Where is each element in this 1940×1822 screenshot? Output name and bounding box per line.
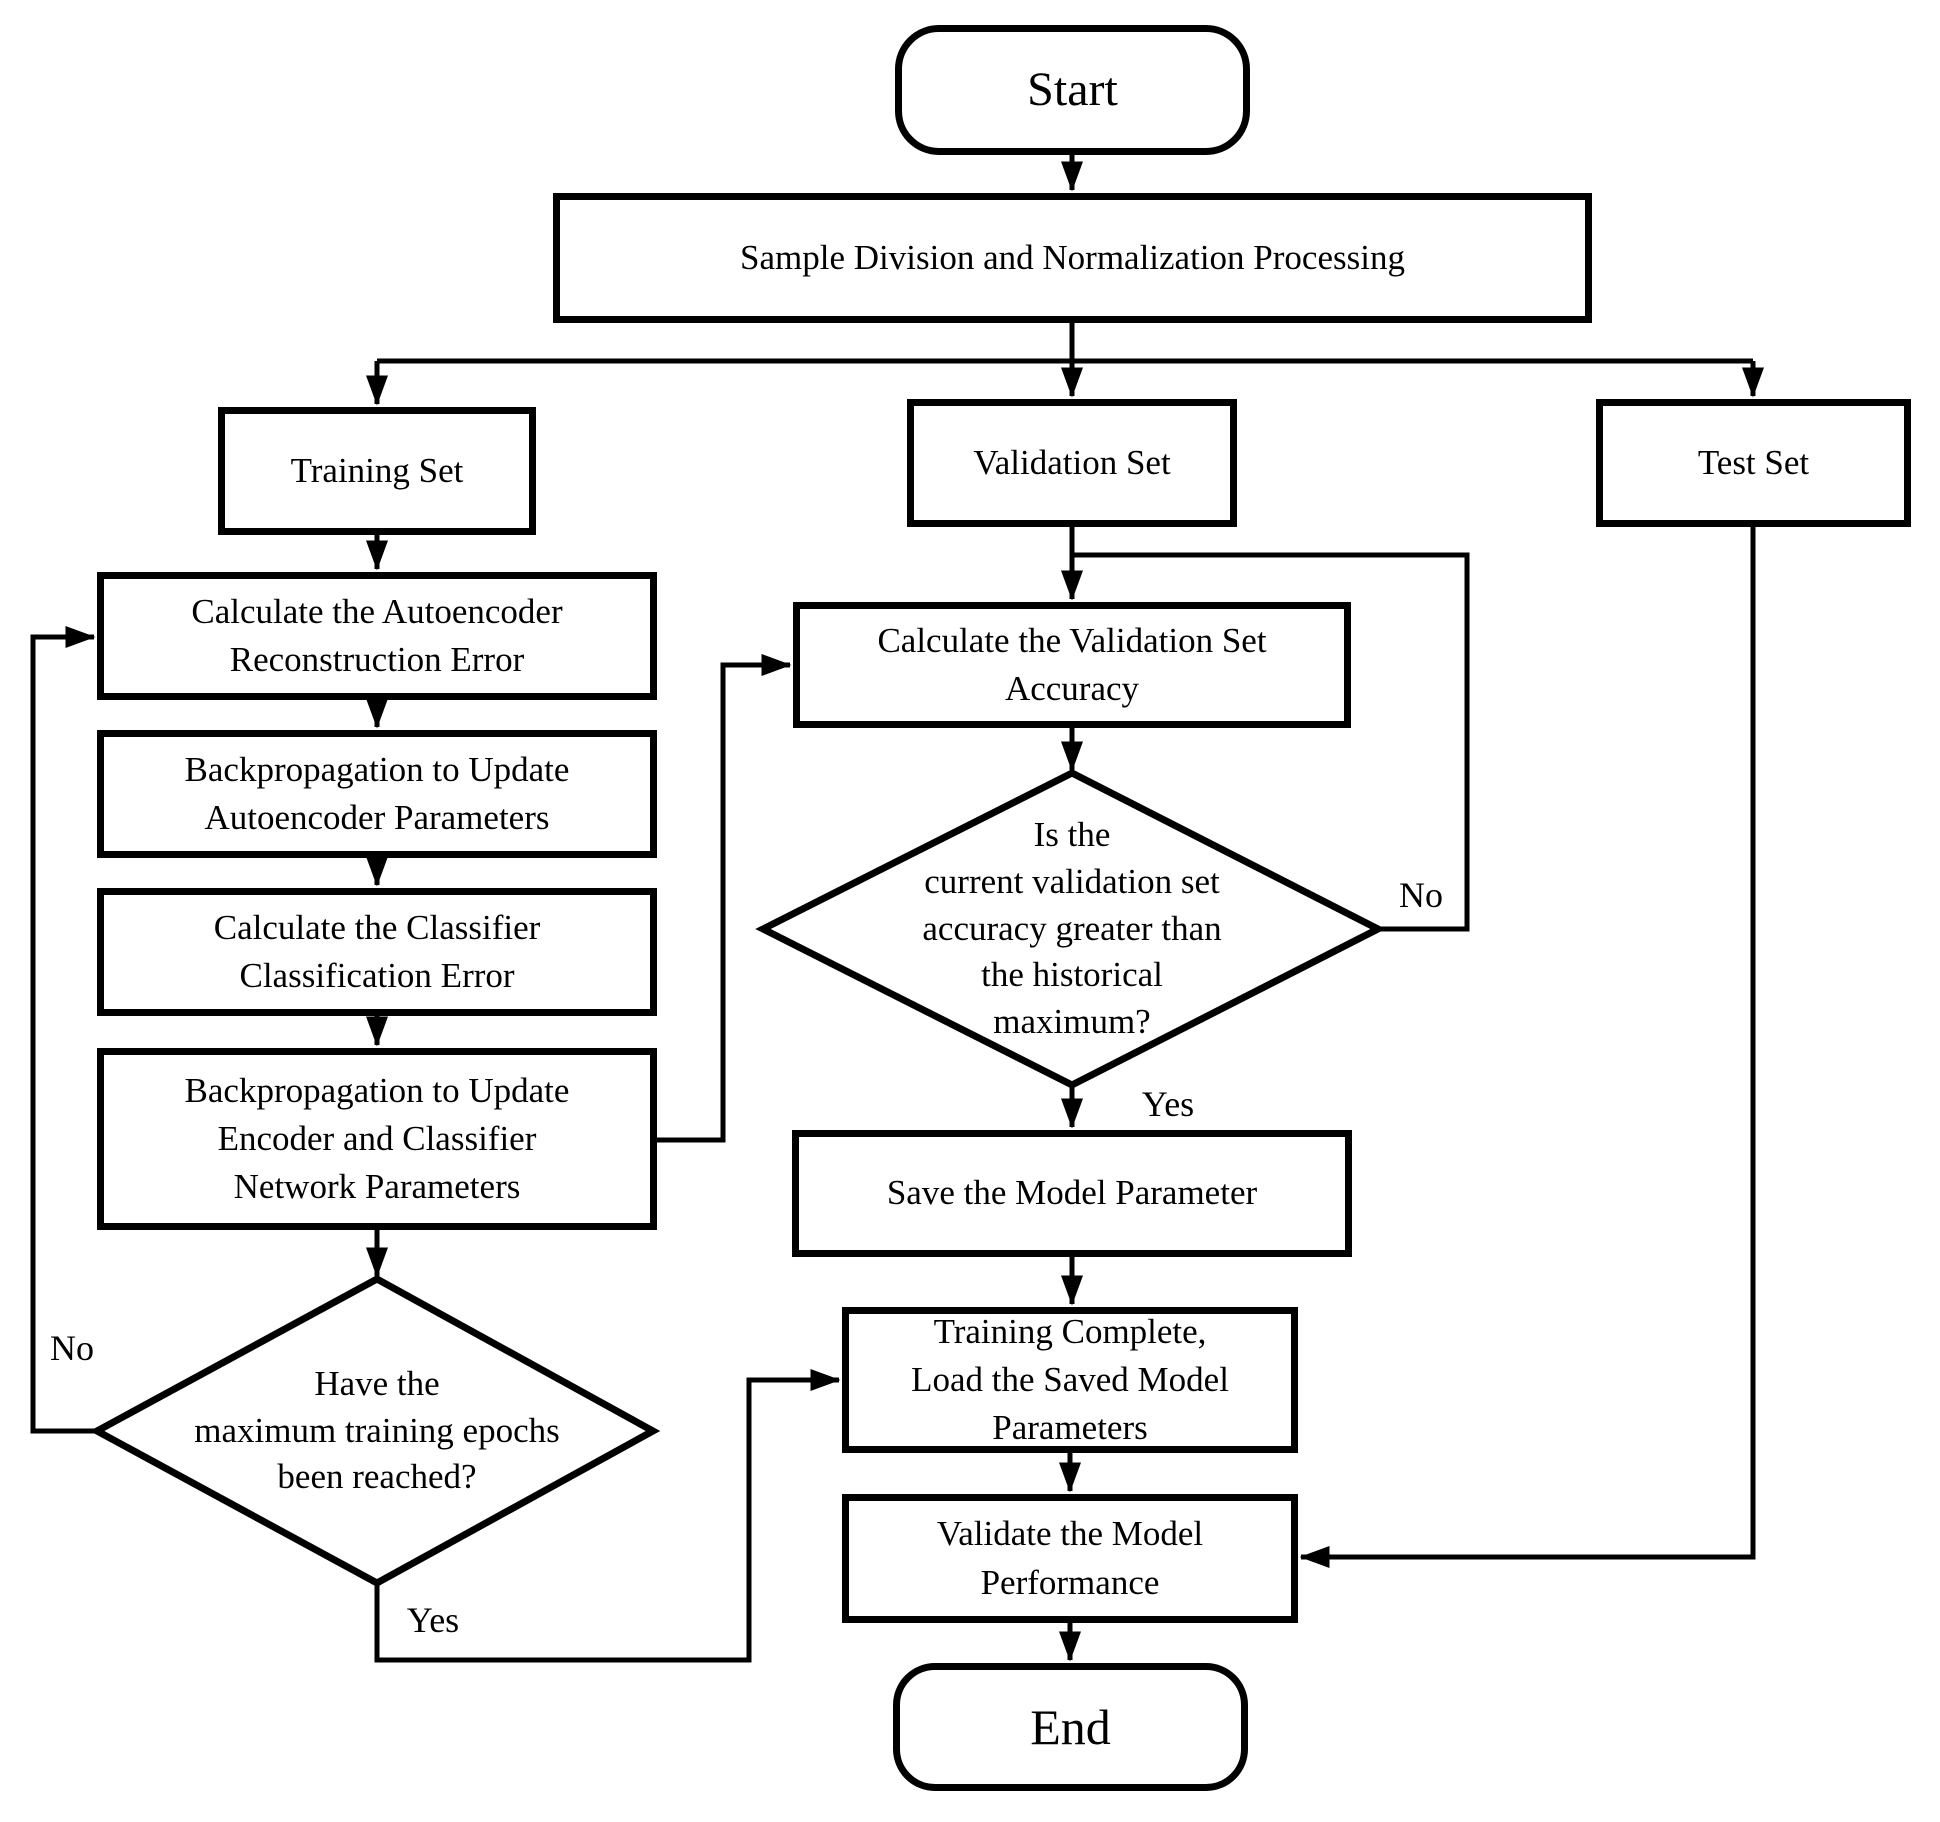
node-start: Start — [895, 25, 1250, 155]
edge-test-to-validate — [1299, 527, 1756, 1569]
node-validation-set: Validation Set — [907, 399, 1237, 527]
node-sample-division: Sample Division and Normalization Proces… — [553, 193, 1592, 323]
decision-accuracy-label: Is the current validation set accuracy g… — [922, 814, 1222, 1042]
edge-label-accuracy-yes: Yes — [1141, 1084, 1195, 1124]
node-test-set: Test Set — [1596, 399, 1911, 527]
edge-epochs-no-loop — [30, 625, 97, 1434]
node-save-model-parameter: Save the Model Parameter — [792, 1130, 1352, 1257]
node-backprop-encoder-classifier: Backpropagation to Update Encoder and Cl… — [97, 1048, 657, 1230]
decision-max-epochs-label: Have the maximum training epochs been re… — [194, 1363, 560, 1497]
node-backprop-autoencoder: Backpropagation to Update Autoencoder Pa… — [97, 730, 657, 858]
edge-epochs-yes — [374, 1368, 841, 1663]
edge-label-epochs-yes: Yes — [406, 1600, 460, 1640]
decision-diamond-max-epochs — [89, 1275, 661, 1587]
node-calc-autoencoder-error: Calculate the Autoencoder Reconstruction… — [97, 572, 657, 700]
edge-label-accuracy-no: No — [1399, 875, 1443, 915]
node-calc-validation-accuracy: Calculate the Validation Set Accuracy — [793, 602, 1351, 728]
decision-diamond-accuracy — [755, 769, 1386, 1089]
node-end: End — [893, 1663, 1248, 1791]
edge-accuracy-no-loop — [1072, 552, 1470, 932]
edge-bp-enc-to-calc-val — [657, 653, 792, 1143]
edge-label-epochs-no: No — [50, 1328, 94, 1368]
node-training-set: Training Set — [218, 407, 536, 535]
node-training-complete: Training Complete, Load the Saved Model … — [842, 1307, 1298, 1453]
node-validate-performance: Validate the Model Performance — [842, 1494, 1298, 1623]
node-calc-classifier-error: Calculate the Classifier Classification … — [97, 888, 657, 1016]
